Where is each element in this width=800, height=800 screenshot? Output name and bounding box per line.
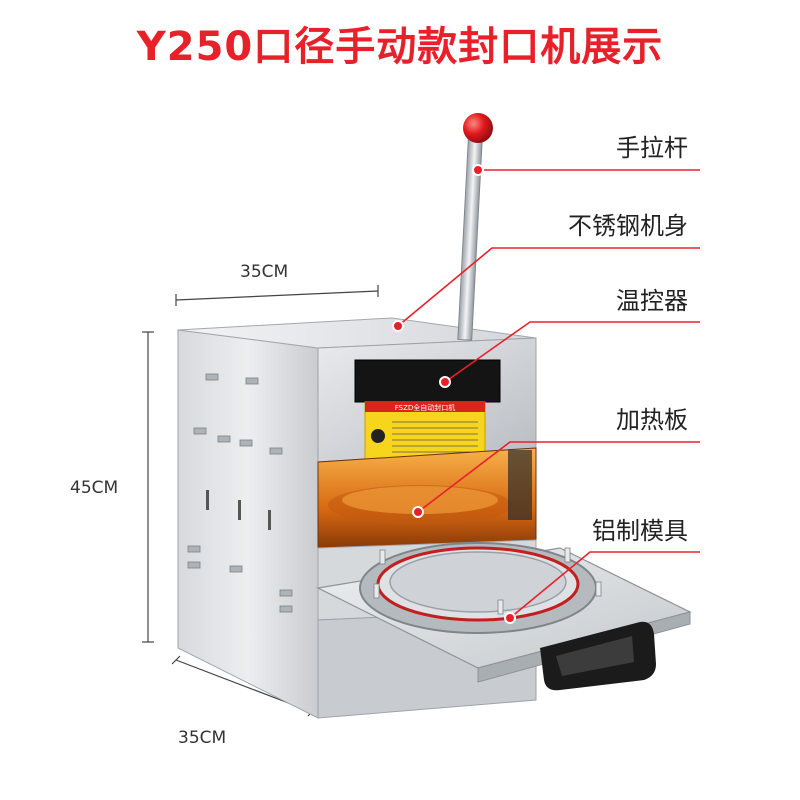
callout-heating-plate: 加热板 [616,406,688,434]
dimension-width: 35CM [240,262,289,282]
page-title: Y250口径手动款封口机展示 [136,24,664,70]
callout-stainless-body: 不锈钢机身 [568,212,688,240]
callout-pull-lever: 手拉杆 [616,134,688,162]
dimension-depth: 35CM [178,728,227,748]
label-panel-header: FSZD全自动封口机 [395,403,456,412]
dimension-height: 45CM [70,478,119,498]
callout-aluminum-mold: 铝制模具 [592,517,688,545]
callout-lines [397,169,700,619]
callout-thermostat: 温控器 [616,287,688,315]
